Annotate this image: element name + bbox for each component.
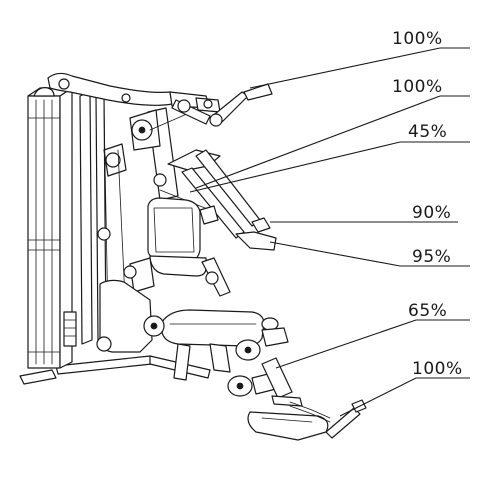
- label-high-pulley-percent: 100%: [392, 77, 443, 97]
- label-chest-press-percent: 90%: [412, 203, 451, 223]
- weight-plates: [63, 311, 77, 347]
- leader-lines: [189, 47, 470, 417]
- foot-plate: [247, 411, 329, 441]
- weight-stack-guard: [27, 87, 73, 369]
- label-lat-pulldown-percent: 100%: [392, 29, 443, 49]
- press-arm: [167, 149, 277, 251]
- back-pad: [147, 197, 219, 263]
- label-press-arm-percent: 95%: [412, 247, 451, 267]
- label-low-pulley-percent: 100%: [412, 359, 463, 379]
- label-leg-extension-percent: 65%: [408, 301, 447, 321]
- seat-assembly: [99, 279, 265, 381]
- main-frame: [47, 72, 221, 345]
- label-pec-fly-percent: 45%: [408, 122, 447, 142]
- home-gym-machine-illustration: [19, 72, 367, 441]
- percentage-labels: 100% 100% 45% 90% 95% 65% 100%: [392, 29, 463, 379]
- pulleys: [96, 99, 219, 352]
- low-pulley-chain: [289, 401, 331, 423]
- front-upright: [103, 107, 179, 201]
